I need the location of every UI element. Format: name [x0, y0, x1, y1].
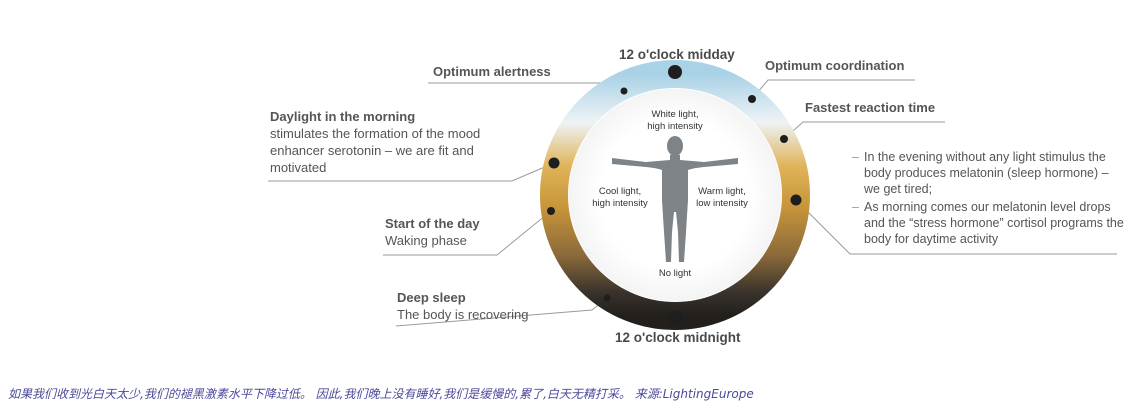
- marker-midnight: [668, 311, 682, 325]
- ring-markers: [547, 65, 802, 325]
- leader-evening: [795, 199, 1117, 255]
- leader-daylight: [268, 162, 555, 182]
- melatonin-notes: – In the evening without any light stimu…: [852, 149, 1127, 247]
- marker-coordination: [748, 95, 756, 103]
- marker-midday: [668, 65, 682, 79]
- note-morning: – As morning comes our melatonin level d…: [852, 200, 1124, 246]
- midnight-label: 12 o'clock midnight: [615, 330, 741, 345]
- marker-start: [547, 207, 555, 215]
- leader-reaction: [783, 121, 945, 140]
- marker-evening: [790, 194, 802, 206]
- inner-right-label: Warm light, low intensity: [696, 186, 748, 209]
- leader-start: [383, 210, 552, 256]
- label-alertness: Optimum alertness: [433, 64, 551, 79]
- human-figure-icon: [612, 136, 738, 262]
- inner-bottom-label: No light: [658, 268, 692, 279]
- note-evening: – In the evening without any light stimu…: [852, 150, 1109, 196]
- midday-label: 12 o'clock midday: [619, 47, 735, 62]
- inner-top-label: White light, high intensity: [647, 109, 703, 132]
- leader-coordination: [751, 79, 915, 100]
- label-deep-sleep: Deep sleep The body is recovering: [397, 290, 529, 322]
- marker-reaction: [780, 135, 788, 143]
- label-daylight: Daylight in the morning stimulates the f…: [270, 109, 481, 175]
- source-caption: 如果我们收到光白天太少,我们的褪黑激素水平下降过低。 因此,我们晚上没有睡好,我…: [8, 387, 754, 401]
- label-coordination: Optimum coordination: [765, 58, 905, 73]
- marker-sleep: [603, 294, 611, 302]
- marker-daylight: [548, 157, 560, 169]
- label-reaction: Fastest reaction time: [805, 100, 936, 115]
- label-start-of-day: Start of the day Waking phase: [385, 216, 480, 248]
- marker-alertness: [620, 87, 628, 95]
- inner-left-label: Cool light, high intensity: [592, 186, 648, 209]
